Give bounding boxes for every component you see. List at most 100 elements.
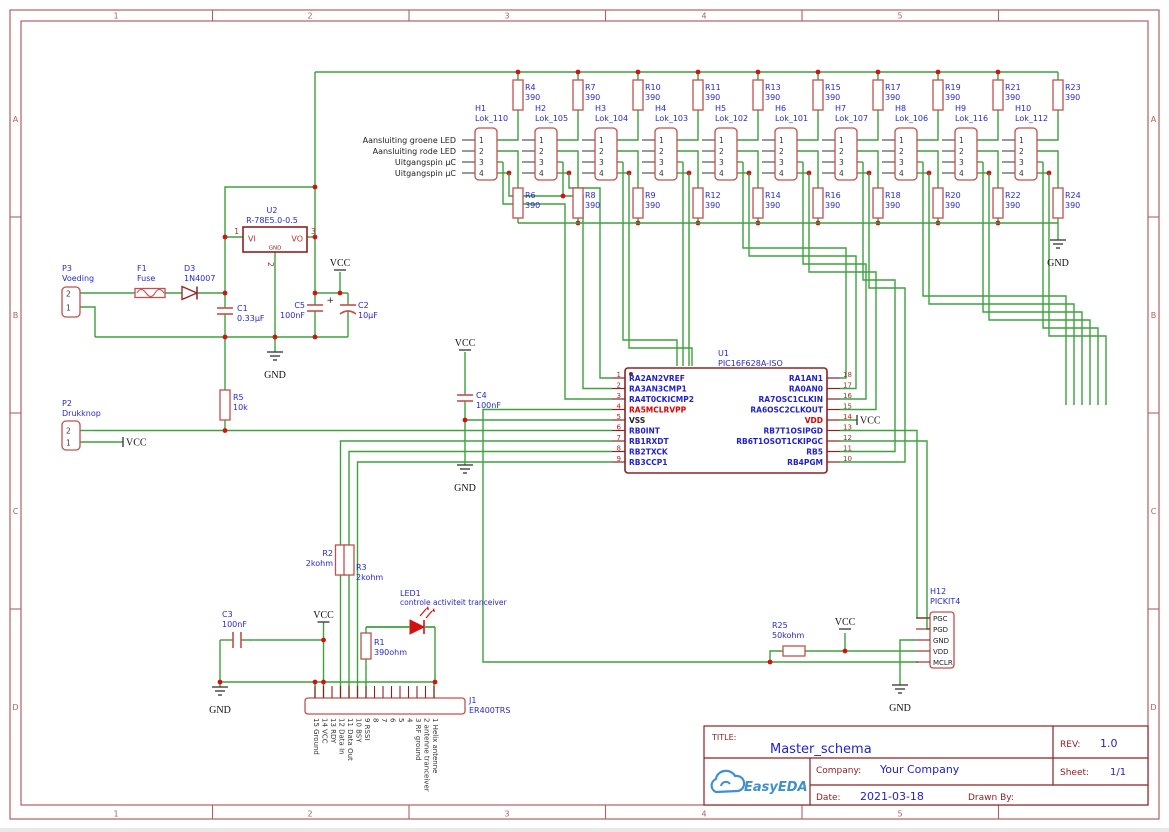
resistor-body[interactable] (360, 632, 372, 660)
resistor-body[interactable] (632, 79, 644, 111)
wire-bus[interactable] (502, 162, 612, 400)
resistor-body[interactable] (782, 645, 806, 657)
resistor-body[interactable] (1052, 79, 1064, 111)
wire-j1-gnd[interactable] (220, 681, 435, 698)
wire-bus[interactable] (1042, 162, 1099, 405)
wire-mclr[interactable] (482, 408, 918, 663)
wire-bus[interactable] (840, 173, 906, 463)
resistor-body[interactable] (872, 79, 884, 111)
wire[interactable] (1037, 110, 1059, 141)
connector-body[interactable] (714, 127, 738, 181)
resistor-body[interactable] (692, 79, 704, 111)
gnd-symbol-ledrail[interactable]: GND (1047, 239, 1069, 269)
resistor-body[interactable] (992, 79, 1004, 111)
capacitor-symbol[interactable] (217, 307, 233, 315)
connector-body[interactable] (594, 127, 618, 181)
connector-body[interactable] (61, 420, 81, 451)
connector-body[interactable] (474, 127, 498, 181)
capacitor-C1[interactable]: C10.33µF (237, 304, 265, 323)
connector-body[interactable] (654, 127, 678, 181)
capacitor-symbol[interactable] (307, 304, 323, 312)
wire-bus[interactable] (988, 173, 1091, 405)
wire[interactable] (557, 150, 579, 188)
wire[interactable] (797, 110, 819, 141)
wire[interactable] (737, 110, 759, 141)
wire[interactable] (356, 461, 613, 698)
wire-bus[interactable] (802, 162, 867, 400)
connector-body[interactable] (61, 286, 81, 318)
resistor-body[interactable] (812, 79, 824, 111)
resistor-body[interactable] (752, 79, 764, 111)
wire-bus[interactable] (1048, 173, 1107, 405)
resistor-body[interactable] (219, 389, 231, 421)
wire[interactable] (977, 110, 999, 141)
vcc-flag-vdd[interactable]: VCC (856, 415, 881, 427)
wire[interactable] (857, 150, 879, 188)
wire[interactable] (617, 110, 639, 141)
wire-bus[interactable] (742, 162, 847, 379)
wire[interactable] (1037, 150, 1059, 188)
gnd-symbol-c3[interactable]: GND (209, 686, 231, 716)
wire[interactable] (497, 150, 519, 188)
connector-body[interactable] (774, 127, 798, 181)
resistor-body[interactable] (572, 187, 584, 219)
vcc-flag-regulator[interactable]: VCC (330, 258, 351, 271)
wire[interactable] (977, 150, 999, 188)
company-value[interactable]: Your Company (879, 763, 960, 776)
resistor-body[interactable] (512, 79, 524, 111)
resistor-body[interactable] (812, 187, 824, 219)
wire[interactable] (797, 150, 819, 188)
connector-body[interactable] (834, 127, 858, 181)
fuse-body[interactable] (134, 287, 166, 299)
wire-bus[interactable] (922, 162, 1067, 405)
resistor-body[interactable] (932, 79, 944, 111)
wire[interactable] (857, 110, 879, 141)
wire-bus[interactable] (622, 162, 678, 366)
resistor-body[interactable] (572, 79, 584, 111)
wire-bus[interactable] (928, 173, 1075, 405)
rev-value[interactable]: 1.0 (1100, 737, 1118, 750)
resistor-body[interactable] (692, 187, 704, 219)
vcc-flag-pickit[interactable]: VCC (835, 617, 856, 630)
resistor-body[interactable] (1052, 187, 1064, 219)
wire[interactable] (80, 306, 96, 337)
regulator-body[interactable] (242, 226, 308, 253)
gnd-symbol-regulator[interactable]: GND (264, 351, 286, 381)
